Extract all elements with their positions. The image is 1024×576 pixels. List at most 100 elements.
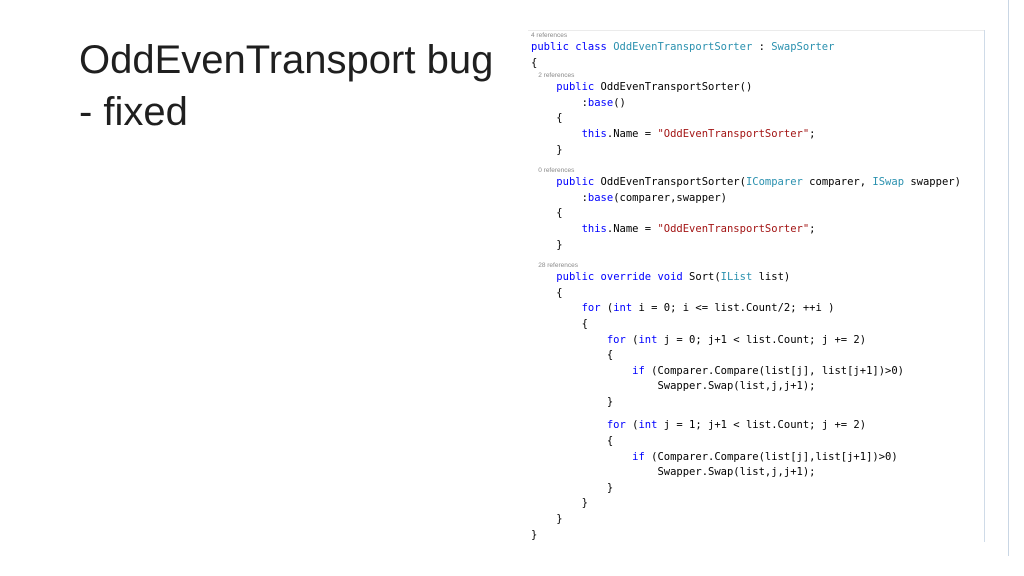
slide-title-line-2: - fixed: [79, 90, 188, 134]
for-paren: (: [625, 419, 639, 432]
code-line-swap2: Swapper.Swap(list,j,j+1);: [531, 465, 961, 481]
codelens-ctor2-text[interactable]: 0 references: [538, 167, 575, 175]
code-line-swap1: Swapper.Swap(list,j,j+1);: [531, 379, 961, 395]
kw-if: if: [632, 450, 645, 463]
brace: {: [556, 286, 563, 299]
type-icomparer: IComparer: [745, 176, 803, 189]
brace: {: [606, 349, 614, 362]
code-line-for-i-open: {: [531, 317, 961, 333]
editor-scroll-edge: [1008, 0, 1009, 556]
code-line-ctor2-open: {: [531, 206, 961, 222]
ctor1-signature: OddEvenTransportSorter(): [594, 81, 753, 94]
if1-condition: (Comparer.Compare(list[j], list[j+1])>0): [644, 364, 904, 377]
base-args: (comparer,swapper): [613, 191, 727, 204]
brace: }: [556, 143, 563, 156]
class-name: OddEvenTransportSorter: [613, 41, 753, 53]
code-line-ctor2-base: :base(comparer,swapper): [531, 191, 961, 207]
code-line-for-i: for (int i = 0; i <= list.Count/2; ++i ): [531, 301, 961, 317]
semicolon: ;: [809, 222, 816, 235]
param-swapper: swapper): [904, 176, 961, 189]
base-args: (): [613, 96, 626, 109]
base-colon: :: [581, 96, 588, 109]
kw-for: for: [606, 419, 626, 432]
code-line-ctor2-body: this.Name = "OddEvenTransportSorter";: [531, 222, 961, 238]
string-literal: "OddEvenTransportSorter": [657, 222, 810, 235]
for-paren: (: [600, 302, 614, 315]
brace: {: [556, 207, 563, 220]
string-literal: "OddEvenTransportSorter": [657, 127, 810, 140]
brace: {: [556, 112, 563, 125]
kw-int: int: [638, 333, 658, 346]
code-line-sort-close: }: [531, 512, 961, 528]
kw-public-class: public class: [531, 41, 607, 53]
codelens-ctor2[interactable]: 0 references: [531, 166, 961, 175]
slide-title: OddEvenTransport bug - fixed: [79, 34, 519, 138]
slide-title-line-1: OddEvenTransport bug: [79, 38, 494, 82]
type-ilist: IList: [720, 271, 753, 284]
brace: }: [606, 481, 614, 494]
swap2-call: Swapper.Swap(list,j,j+1);: [657, 466, 816, 479]
for-paren: (: [625, 333, 639, 346]
kw-this: this: [581, 127, 607, 140]
brace: }: [531, 528, 538, 541]
colon-token: :: [752, 41, 772, 53]
kw-for: for: [581, 302, 601, 315]
for-j0-body: j = 0; j+1 < list.Count; j += 2): [657, 333, 867, 346]
code-line-blank: [531, 158, 961, 166]
codelens-class[interactable]: 4 references: [531, 32, 568, 39]
param-comparer: comparer,: [802, 176, 873, 189]
brace: }: [606, 395, 614, 408]
code-line-if2: if (Comparer.Compare(list[j],list[j+1])>…: [531, 450, 961, 466]
code-line-for-j0-close: }: [531, 395, 961, 411]
code-line-for-j1: for (int j = 1; j+1 < list.Count; j += 2…: [531, 418, 961, 434]
for-j1-body: j = 1; j+1 < list.Count; j += 2): [657, 419, 867, 432]
kw-int: int: [613, 302, 633, 315]
kw-base: base: [587, 191, 614, 204]
semicolon: ;: [809, 127, 816, 140]
kw-for: for: [606, 333, 626, 346]
kw-base: base: [587, 96, 614, 109]
brace: }: [556, 513, 563, 526]
code-line-ctor2-close: }: [531, 238, 961, 254]
kw-this: this: [581, 222, 607, 235]
code-line-ctor1-close: }: [531, 143, 961, 159]
name-assign: .Name =: [606, 127, 658, 140]
code-line-class-decl: public class OddEvenTransportSorter : Sw…: [531, 40, 961, 56]
brace: {: [606, 435, 614, 448]
kw-public: public: [556, 81, 595, 94]
code-line-sort-sig: public override void Sort(IList list): [531, 270, 961, 286]
code-line-for-j1-open: {: [531, 434, 961, 450]
type-iswap: ISwap: [872, 176, 905, 189]
swap1-call: Swapper.Swap(list,j,j+1);: [657, 380, 816, 393]
kw-public-override-void: public override void: [556, 271, 683, 284]
code-block: 4 references public class OddEvenTranspo…: [531, 31, 961, 543]
kw-public: public: [556, 176, 595, 189]
kw-int: int: [638, 419, 658, 432]
code-line-blank: [531, 410, 961, 418]
brace: {: [531, 56, 538, 69]
codelens-sort-text[interactable]: 28 references: [538, 262, 578, 270]
brace: {: [581, 317, 588, 330]
code-line-ctor1-open: {: [531, 111, 961, 127]
code-line-for-j1-close: }: [531, 481, 961, 497]
codelens-ctor1[interactable]: 2 references: [531, 71, 961, 80]
code-line-ctor1-sig: public OddEvenTransportSorter(): [531, 80, 961, 96]
codelens-sort[interactable]: 28 references: [531, 261, 961, 270]
if2-condition: (Comparer.Compare(list[j],list[j+1])>0): [644, 450, 898, 463]
code-line-ctor1-base: :base(): [531, 96, 961, 112]
code-line-class-close: }: [531, 528, 961, 544]
brace: }: [581, 497, 588, 510]
base-class-name: SwapSorter: [771, 41, 835, 53]
code-line-for-j0-open: {: [531, 348, 961, 364]
name-assign: .Name =: [606, 222, 658, 235]
code-line-sort-open: {: [531, 286, 961, 302]
code-line-if1: if (Comparer.Compare(list[j], list[j+1])…: [531, 364, 961, 380]
codelens-ctor1-text[interactable]: 2 references: [538, 72, 575, 80]
base-colon: :: [581, 191, 588, 204]
code-line-for-j0: for (int j = 0; j+1 < list.Count; j += 2…: [531, 333, 961, 349]
code-line-for-i-close: }: [531, 496, 961, 512]
code-line-ctor2-sig: public OddEvenTransportSorter(IComparer …: [531, 175, 961, 191]
editor-top-border: [528, 30, 984, 31]
for-i-body: i = 0; i <= list.Count/2; ++i ): [632, 302, 835, 315]
